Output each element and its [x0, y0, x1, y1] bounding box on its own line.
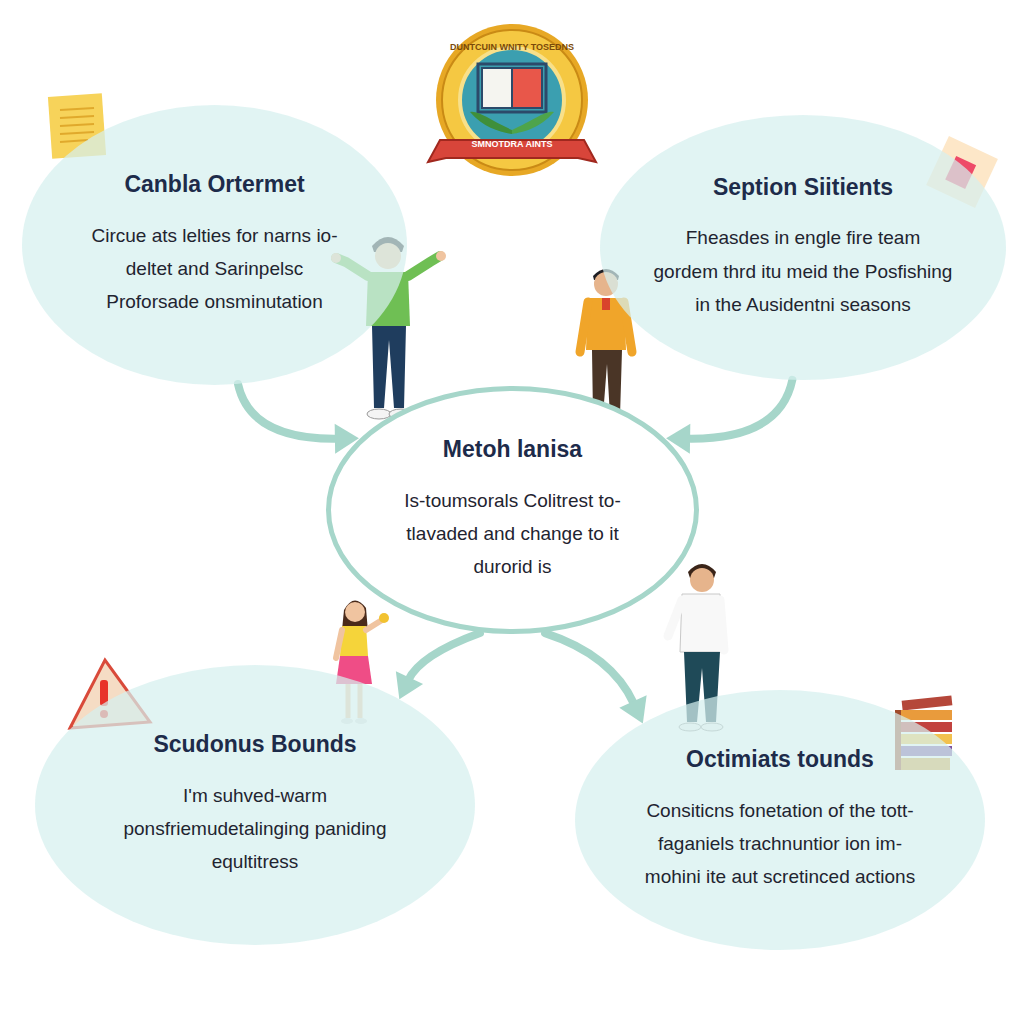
ellipse-node: Canbla OrtermetCircue ats lelties for na… [22, 105, 407, 385]
node-body: Consiticns fonetation of the tott-fagani… [635, 794, 925, 894]
arrow-line [408, 633, 480, 680]
badge-text: DUNTCUIN WNITY TOSEDNS [450, 42, 574, 52]
node-heading: Octimiats tounds [686, 746, 874, 774]
arrow-line [687, 380, 792, 439]
node-heading: Canbla Ortermet [124, 171, 304, 199]
node-heading: Seption Siitients [713, 174, 893, 202]
badge-text: SMNOTDRA AINTS [472, 139, 553, 149]
arrow-line [238, 384, 338, 439]
arrow-line [545, 633, 634, 704]
curved-arrow [545, 633, 647, 723]
curved-arrow [238, 384, 359, 454]
node-body: Is-toumsorals Colitrest to-tlavaded and … [378, 484, 648, 584]
curved-arrow [396, 633, 480, 699]
ellipse-node: Metoh lanisaIs-toumsorals Colitrest to-t… [325, 385, 700, 635]
ellipse-node: Octimiats toundsConsiticns fonetation of… [575, 690, 985, 950]
node-text: Canbla OrtermetCircue ats lelties for na… [90, 171, 340, 318]
node-heading: Metoh lanisa [443, 436, 582, 464]
node-text: Seption SiitientsFheasdes in engle fire … [653, 174, 953, 321]
node-text: Octimiats toundsConsiticns fonetation of… [635, 746, 925, 893]
arrow-head [619, 695, 646, 723]
badge-emblem [428, 24, 596, 176]
node-heading: Scudonus Bounds [153, 731, 356, 759]
curved-arrow [666, 380, 792, 454]
node-text: Metoh lanisaIs-toumsorals Colitrest to-t… [378, 436, 648, 583]
node-body: Circue ats lelties for narns io-deltet a… [90, 219, 340, 319]
node-body: I'm suhved-warm ponsfriemudetalinging pa… [115, 779, 395, 879]
arrow-head [396, 671, 423, 699]
ellipse-node: Scudonus BoundsI'm suhved-warm ponsfriem… [35, 665, 475, 945]
ellipse-node: Seption SiitientsFheasdes in engle fire … [600, 115, 1006, 380]
node-text: Scudonus BoundsI'm suhved-warm ponsfriem… [115, 731, 395, 878]
node-body: Fheasdes in engle fire team gordem thrd … [653, 221, 953, 321]
